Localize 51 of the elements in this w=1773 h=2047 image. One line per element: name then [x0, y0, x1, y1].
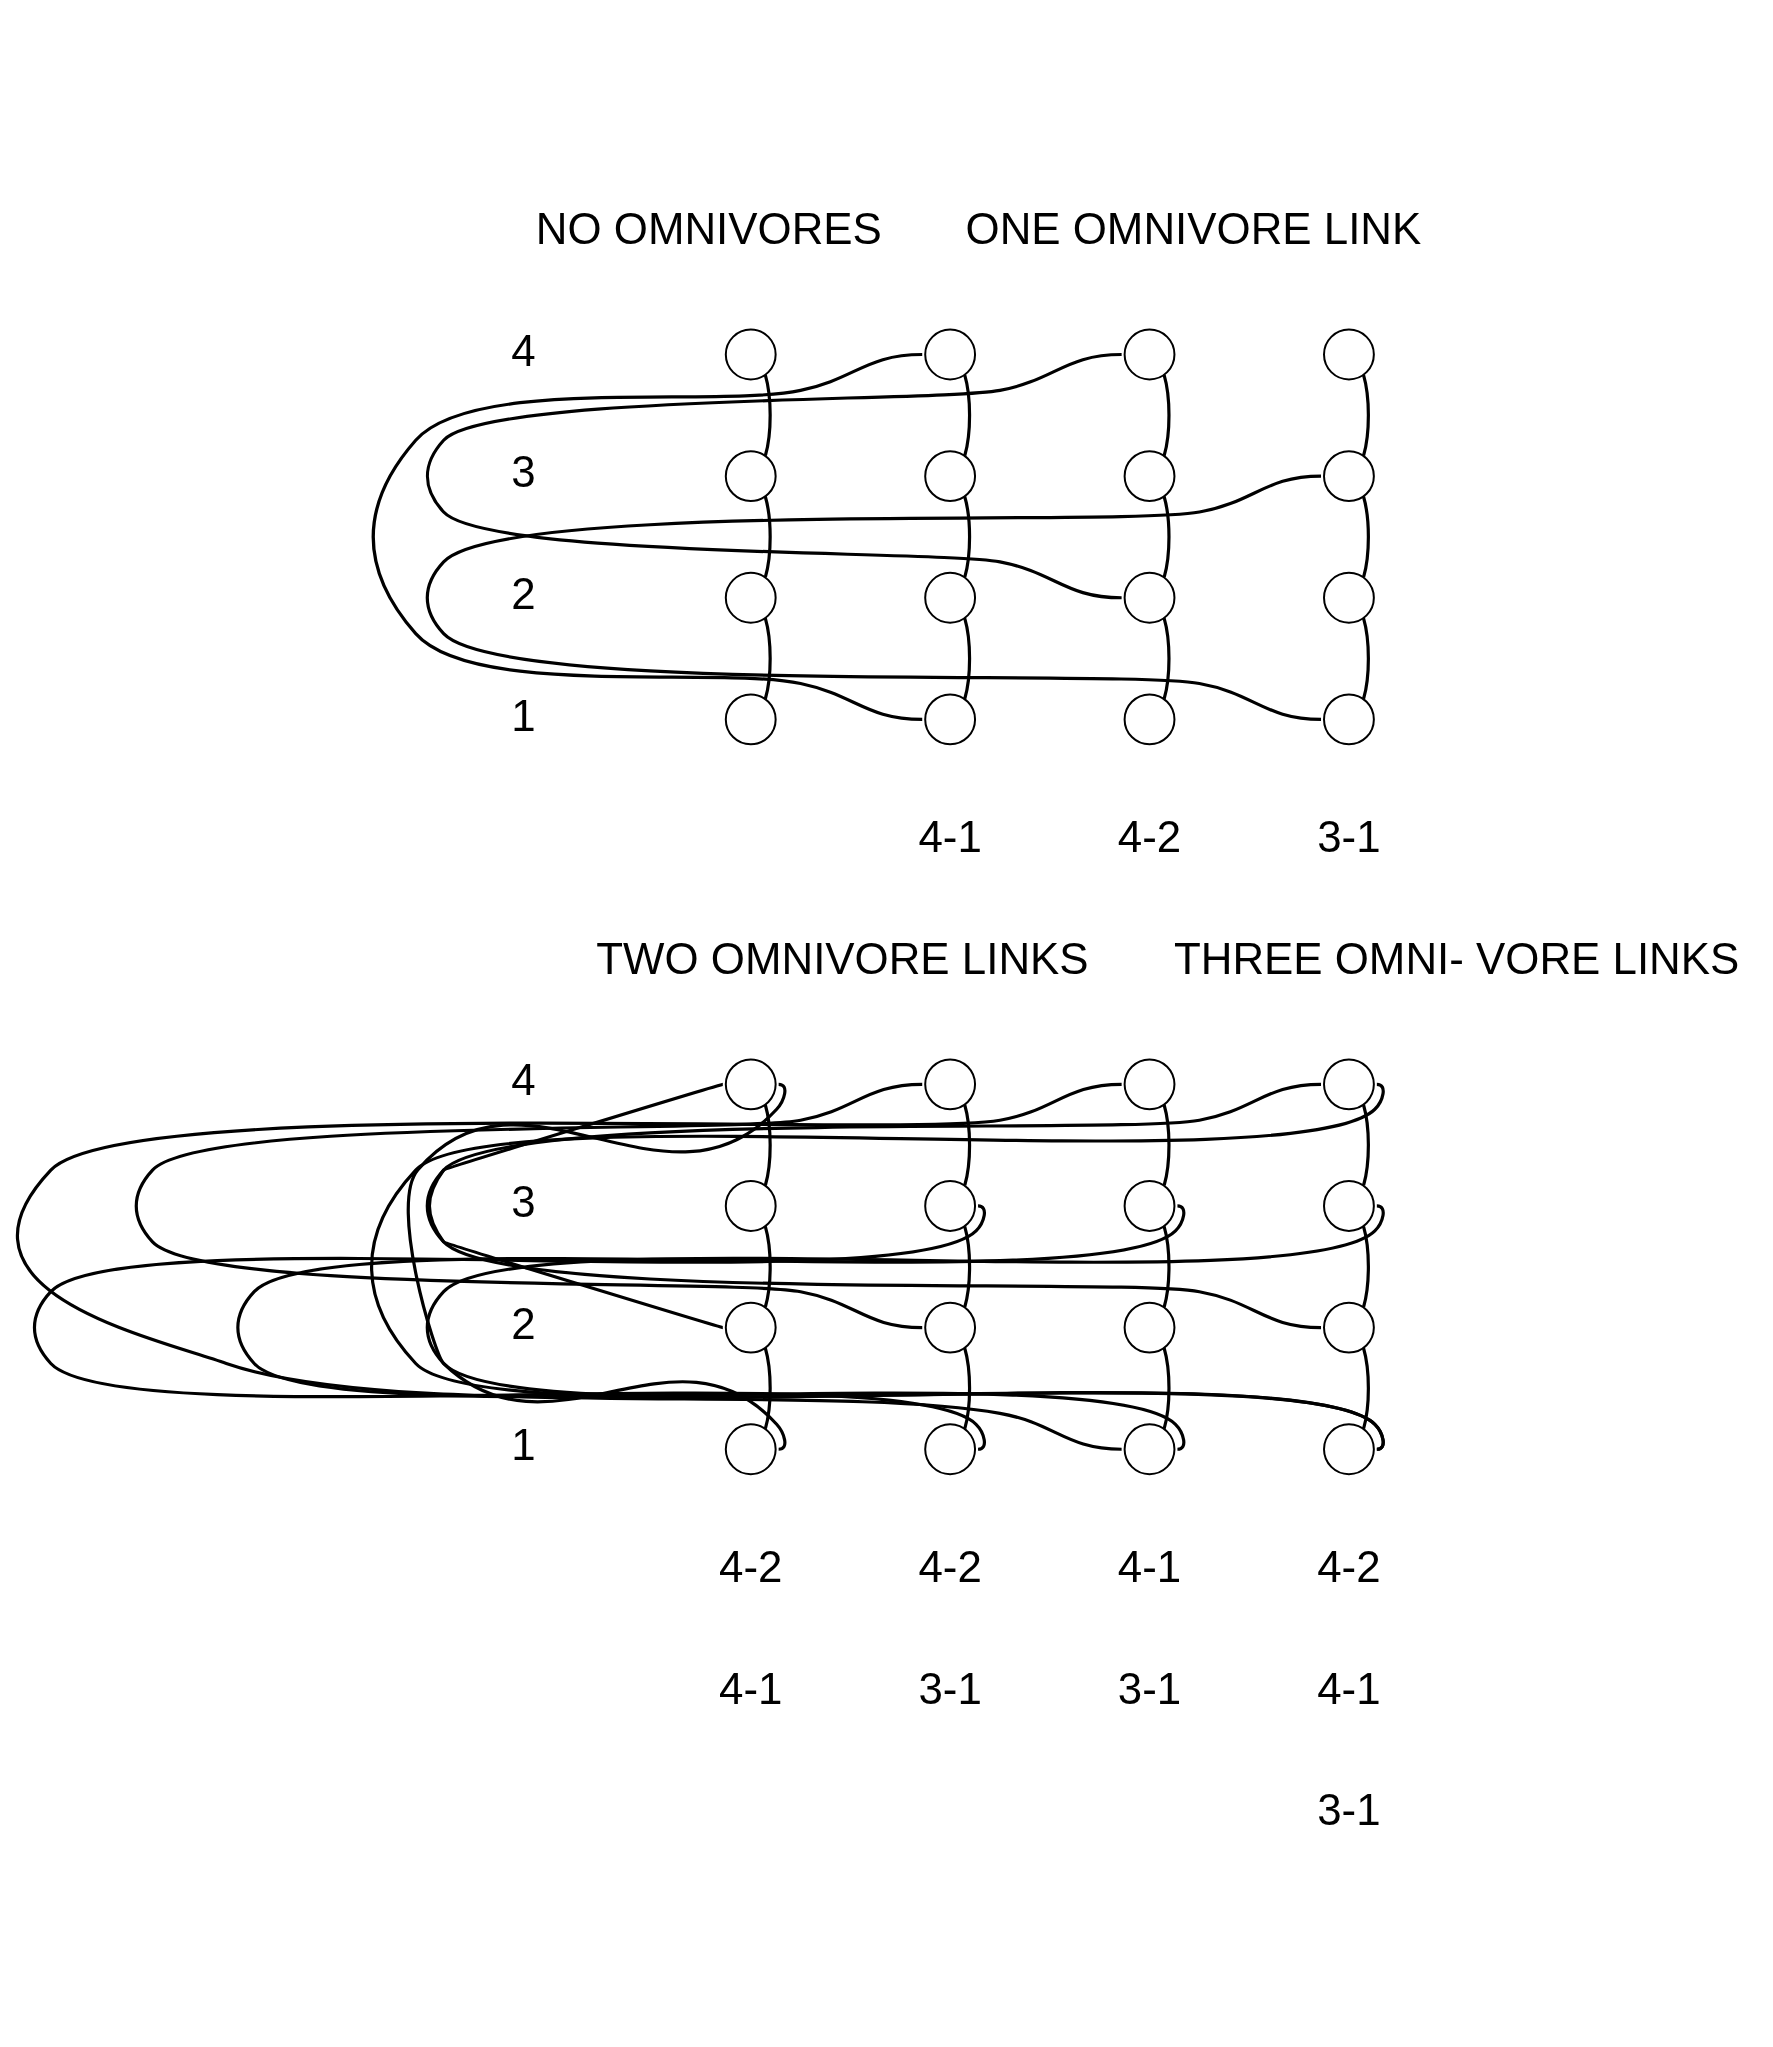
node-circle — [1323, 450, 1375, 503]
label: NO OMNIVORES — [535, 204, 882, 254]
node-circle — [924, 693, 977, 746]
connector — [372, 352, 923, 721]
connector — [763, 496, 772, 578]
label: 4-2 — [719, 1542, 783, 1592]
node-circle — [1123, 693, 1176, 746]
label: 4-2 — [1117, 812, 1182, 862]
node-circle — [924, 450, 977, 503]
connector — [1361, 617, 1370, 700]
connector — [1361, 374, 1370, 456]
connector — [1361, 496, 1370, 578]
node-circle — [924, 328, 977, 381]
label: 3-1 — [1117, 1663, 1182, 1713]
label: 4 — [511, 325, 536, 375]
label: 4-2 — [918, 1542, 982, 1592]
label: 3 — [511, 447, 536, 497]
label: THREE OMNI- VORE LINKS — [1173, 933, 1740, 983]
node-circle — [1123, 571, 1176, 624]
label: 4-1 — [918, 812, 982, 862]
connector — [763, 374, 772, 456]
connector — [1162, 617, 1171, 700]
label: 3-1 — [918, 1663, 982, 1713]
label: 2 — [511, 568, 536, 618]
node-circle — [724, 693, 777, 746]
node-circle — [724, 450, 777, 503]
label: 3-1 — [1317, 812, 1381, 862]
node-circle — [1123, 450, 1176, 503]
connector — [963, 617, 972, 700]
node-circle — [1323, 693, 1375, 746]
node-circle — [1323, 328, 1375, 381]
node-circle — [724, 571, 777, 624]
label: ONE OMNIVORE LINK — [965, 204, 1422, 254]
connector — [963, 496, 972, 578]
label: TWO OMNIVORE LINKS — [596, 933, 1089, 983]
label: 1 — [511, 690, 536, 740]
label: 4-2 — [1317, 1542, 1381, 1592]
connector — [426, 352, 1122, 600]
label: 4-1 — [1317, 1663, 1381, 1713]
node-circle — [1123, 328, 1176, 381]
connector — [1162, 374, 1171, 456]
node-circle — [1323, 571, 1375, 624]
label: 4-1 — [1117, 1542, 1182, 1592]
connector — [963, 374, 972, 456]
node-circle — [924, 571, 977, 624]
connector — [1162, 496, 1171, 578]
connector — [763, 617, 772, 700]
node-circle — [724, 328, 777, 381]
connector — [426, 474, 1322, 721]
label: 4-1 — [719, 1663, 783, 1713]
label: 3-1 — [1317, 1785, 1381, 1835]
